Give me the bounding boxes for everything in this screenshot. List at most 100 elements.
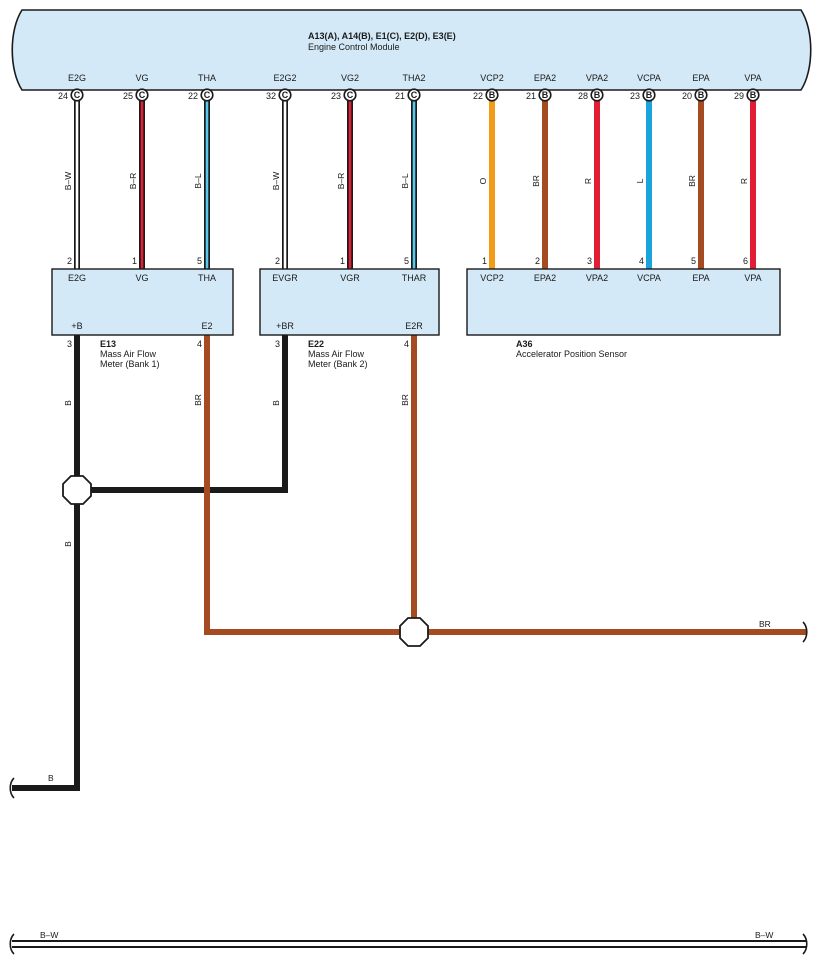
e22-terminal-plus-br: +BR [276,321,294,331]
wire-label-e2g2: B–W [271,172,281,190]
component-pin-tha: 5 [197,256,202,266]
ecm-signal-epa: EPA [692,73,709,83]
ecm-name: Engine Control Module [308,42,400,52]
wire-label-tha2: B–L [400,173,410,188]
wire-e13-e2 [204,335,414,635]
wire-label-epa2: BR [531,175,541,187]
wire-label-vpa: R [739,178,749,184]
a36-terminal-vpa: VPA [744,273,761,283]
label-e13-e2-wire: BR [193,394,203,406]
label-bottom-left-wire: B–W [40,930,58,940]
break-mark-right-br [802,621,808,643]
connector-letter-tha: C [204,90,211,100]
connector-letter-epa2: B [542,90,549,100]
component-pin-vpa: 6 [743,256,748,266]
label-bottom-right-wire: B–W [755,930,773,940]
wire-label-tha: B–L [193,173,203,188]
wire-e22-e2r [411,335,806,635]
break-mark-bottom-right [802,933,808,955]
connector-letter-epa: B [698,90,705,100]
label-e22-plus-br-wire: B [271,400,281,406]
engine-control-module: A13(A), A14(B), E1(C), E2(D), E3(E) Engi… [11,9,812,91]
wire-label-e2g: B–W [63,172,73,190]
wire-label-vcpa: L [635,178,645,183]
wire-label-vpa2: R [583,178,593,184]
connector-circle-tha2 [407,88,421,102]
ecm-pin-tha2: 21 [395,91,405,101]
e22-body [259,268,440,336]
e22-terminal-vgr: VGR [340,273,360,283]
wire-e22-plus-br [77,335,288,493]
connector-letter-vcpa: B [646,90,653,100]
e22-terminal-e2r: E2R [405,321,423,331]
component-pin-vcp2: 1 [482,256,487,266]
ecm-signal-tha: THA [198,73,216,83]
e22-pin-3: 3 [275,339,280,349]
connector-letter-e2g2: C [282,90,289,100]
connector-letter-vg: C [139,90,146,100]
ecm-pin-epa2: 21 [526,91,536,101]
ecm-pin-vcpa: 23 [630,91,640,101]
a36-terminal-epa: EPA [692,273,709,283]
ecm-signal-e2g2: E2G2 [273,73,296,83]
connector-circle-vcpa [642,88,656,102]
connector-circle-vg [135,88,149,102]
e13-body [51,268,234,336]
ecm-pin-e2g: 24 [58,91,68,101]
e22-name-line1: Mass Air Flow [308,349,365,359]
connector-circle-tha [200,88,214,102]
connector-letter-tha2: C [411,90,418,100]
label-e22-e2r-wire: BR [400,394,410,406]
connector-circle-vcp2 [485,88,499,102]
component-pin-vpa2: 3 [587,256,592,266]
label-b-exit-wire: B [48,773,54,783]
ecm-pin-epa: 20 [682,91,692,101]
ecm-signal-vg2: VG2 [341,73,359,83]
junction-brown [399,617,429,647]
a36-terminal-vcp2: VCP2 [480,273,504,283]
e13-name-line2: Meter (Bank 1) [100,359,160,369]
component-e13: E2G VG THA +B E2 3 4 E13 Mass Air Flow M… [51,268,234,369]
break-mark-bottom-left [9,933,15,955]
ecm-signal-tha2: THA2 [402,73,425,83]
component-pin-epa2: 2 [535,256,540,266]
ecm-signal-epa2: EPA2 [534,73,556,83]
e13-terminal-e2g: E2G [68,273,86,283]
ecm-pin-vpa2: 28 [578,91,588,101]
connector-letter-vg2: C [347,90,354,100]
a36-id: A36 [516,339,533,349]
ecm-signal-e2g: E2G [68,73,86,83]
component-e22: EVGR VGR THAR +BR E2R 3 4 E22 Mass Air F… [259,268,440,369]
junction-black [62,475,92,505]
e22-terminal-evgr: EVGR [272,273,298,283]
a36-terminal-epa2: EPA2 [534,273,556,283]
connector-circle-e2g [70,88,84,102]
e13-terminal-plus-b: +B [71,321,82,331]
a36-terminal-vpa2: VPA2 [586,273,608,283]
ecm-signal-vpa: VPA [744,73,761,83]
label-br-exit-wire: BR [759,619,771,629]
ecm-pin-vg2: 23 [331,91,341,101]
wire-label-vcp2: O [478,177,488,184]
e13-pin-3: 3 [67,339,72,349]
e22-name-line2: Meter (Bank 2) [308,359,368,369]
e22-id: E22 [308,339,324,349]
e13-name-line1: Mass Air Flow [100,349,157,359]
ecm-connectors: A13(A), A14(B), E1(C), E2(D), E3(E) [308,31,456,41]
e22-terminal-thar: THAR [402,273,427,283]
e22-pin-4: 4 [404,339,409,349]
ecm-signal-vcpa: VCPA [637,73,661,83]
ecm-pin-vcp2: 22 [473,91,483,101]
connector-letter-vcp2: B [489,90,496,100]
label-ground-bus-wire: B [63,541,73,547]
e13-terminal-vg: VG [135,273,148,283]
component-pin-thar: 5 [404,256,409,266]
ecm-signal-vcp2: VCP2 [480,73,504,83]
ecm-body [11,9,812,91]
connector-circle-vg2 [343,88,357,102]
component-pin-vg: 1 [132,256,137,266]
a36-terminal-vcpa: VCPA [637,273,661,283]
connector-circle-e2g2 [278,88,292,102]
connector-circle-vpa [746,88,760,102]
